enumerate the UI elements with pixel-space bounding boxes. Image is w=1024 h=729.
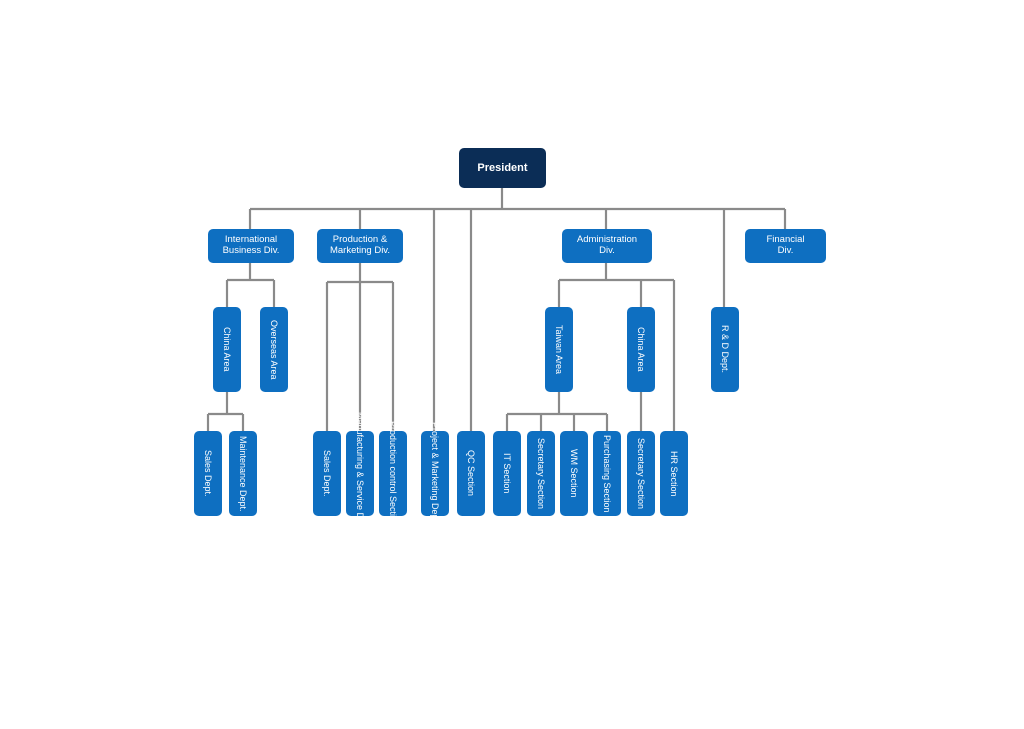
node-it-section: IT Section — [493, 431, 521, 516]
node-label: Production control Section — [388, 420, 399, 527]
node-label: HR Section — [669, 450, 680, 497]
node-sales-dept-intl: Sales Dept. — [194, 431, 222, 516]
node-label: Secretary Section — [536, 437, 547, 510]
node-label: China Area — [222, 327, 233, 372]
node-manufacturing-service-dept: Manufacturing & Service Dept. — [346, 412, 374, 535]
node-label: Taiwan Area — [554, 324, 565, 375]
node-label: Administration Div. — [576, 234, 638, 256]
node-international-business-div: International Business Div. — [208, 229, 294, 263]
node-label: Production & Marketing Div. — [329, 234, 390, 256]
node-project-marketing-dept: Project & Marketing Dept. — [421, 422, 449, 525]
node-secretary-section-taiwan: Secretary Section — [527, 431, 555, 516]
node-china-area-intl: China Area — [213, 307, 241, 392]
node-rd-dept: R & D Dept. — [711, 307, 739, 392]
node-qc-section: QC Section — [457, 431, 485, 516]
node-label: Project & Marketing Dept. — [430, 422, 441, 525]
node-label: Secretary Section — [636, 437, 647, 510]
node-label: IT Section — [502, 453, 513, 494]
node-financial-div: Financial Div. — [745, 229, 826, 263]
node-sales-dept-prod: Sales Dept. — [313, 431, 341, 516]
node-label: China Area — [636, 327, 647, 372]
node-label: President — [477, 161, 528, 174]
node-production-control-section: Production control Section — [379, 421, 407, 526]
node-production-marketing-div: Production & Marketing Div. — [317, 229, 403, 263]
node-label: Sales Dept. — [203, 450, 214, 497]
node-taiwan-area: Taiwan Area — [545, 307, 573, 392]
node-hr-section: HR Section — [660, 431, 688, 516]
node-label: Maintenance Dept. — [238, 435, 249, 512]
node-label: R & D Dept. — [720, 325, 731, 374]
node-secretary-section-china: Secretary Section — [627, 431, 655, 516]
node-label: QC Section — [466, 450, 477, 497]
node-administration-div: Administration Div. — [562, 229, 652, 263]
node-label: Purchasing Section — [602, 434, 613, 513]
node-wm-section: WM Section — [560, 431, 588, 516]
node-overseas-area: Overseas Area — [260, 307, 288, 392]
node-label: Manufacturing & Service Dept. — [355, 412, 366, 535]
node-label: International Business Div. — [222, 234, 280, 256]
node-china-area-admin: China Area — [627, 307, 655, 392]
node-label: WM Section — [569, 449, 580, 498]
node-maintenance-dept: Maintenance Dept. — [229, 431, 257, 516]
node-purchasing-section: Purchasing Section — [593, 431, 621, 516]
node-label: Sales Dept. — [322, 450, 333, 497]
node-president: President — [459, 148, 546, 188]
node-label: Financial Div. — [766, 234, 805, 256]
node-label: Overseas Area — [269, 319, 280, 380]
